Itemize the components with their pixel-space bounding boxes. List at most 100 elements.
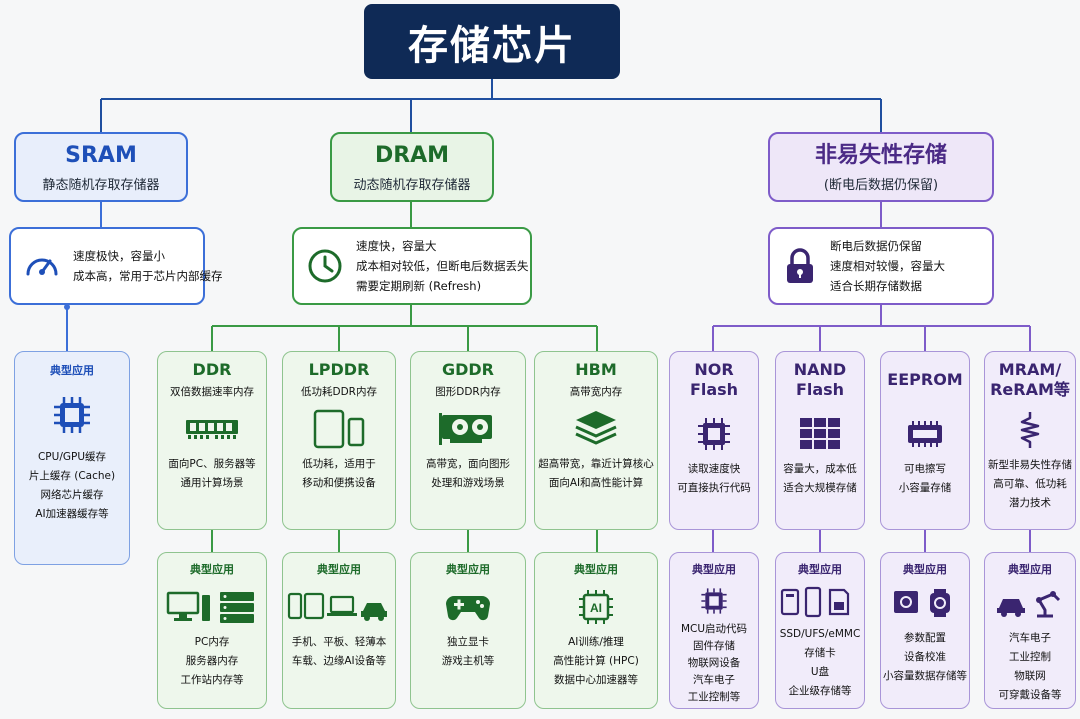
mram-app-item: 可穿戴设备等 — [998, 689, 1062, 701]
sram-app-item: 网络芯片缓存 — [40, 489, 104, 501]
nand-card: NAND Flash 容量大，成本低 适合大规模存储 — [775, 351, 865, 530]
devices-icon — [287, 592, 387, 621]
nand-name: NAND — [793, 360, 847, 379]
sram-apps-card: 典型应用 CPU/GPU缓存 片上缓存 (Cache) 网络芯片缓存 AI加速器… — [14, 351, 130, 565]
eeprom-app-item: 设备校准 — [904, 651, 946, 663]
ai-chip-icon: AI — [579, 590, 613, 624]
nor-apps-card: 典型应用 MCU启动代码 固件存储 物联网设备 汽车电子 工业控制等 — [669, 552, 759, 709]
sram-sub: 静态随机存取存储器 — [42, 177, 160, 193]
dram-header: DRAM 动态随机存取存储器 — [330, 132, 494, 202]
gddr-app-item: 游戏主机等 — [441, 655, 495, 667]
hbm-desc-line: 超高带宽，靠近计算核心 — [538, 458, 654, 470]
ddr-card: DDR 双倍数据速率内存 面向PC、服务器等 通用计算场景 — [157, 351, 267, 530]
nvm-desc-line: 断电后数据仍保留 — [830, 239, 922, 253]
dram-sub: 动态随机存取存储器 — [353, 177, 471, 193]
nvm-header: 非易失性存储 (断电后数据仍保留) — [768, 132, 994, 202]
mram-name: ReRAM等 — [990, 380, 1070, 399]
mram-card: MRAM/ ReRAM等 新型非易失性存储 高可靠、低功耗 潜力技术 — [984, 351, 1076, 530]
gddr-desc-line: 高带宽，面向图形 — [426, 458, 510, 470]
chip-icon — [701, 588, 727, 614]
ddr-desc-line: 通用计算场景 — [180, 477, 244, 489]
nand-chip-icon — [800, 418, 840, 449]
speedometer-icon — [26, 258, 58, 276]
gddr-desc-line: 处理和游戏场景 — [431, 477, 505, 489]
graphics-card-icon — [439, 413, 492, 445]
hbm-apps-title: 典型应用 — [574, 563, 618, 576]
nand-app-item: U盘 — [810, 666, 830, 678]
mram-app-item: 汽车电子 — [1009, 632, 1051, 644]
ddr-sub: 双倍数据速率内存 — [170, 386, 254, 398]
lpddr-name: LPDDR — [308, 360, 370, 379]
gddr-apps-title: 典型应用 — [446, 563, 490, 576]
eeprom-card: EEPROM 可电擦写 小容量存储 — [880, 351, 970, 530]
sram-app-item: AI加速器缓存等 — [35, 508, 109, 520]
gddr-app-item: 独立显卡 — [447, 636, 489, 648]
ddr-desc-line: 面向PC、服务器等 — [168, 458, 256, 470]
clock-icon — [308, 249, 342, 283]
eeprom-app-item: 小容量数据存储等 — [883, 670, 967, 682]
gamepad-icon — [446, 596, 490, 621]
tablet-phone-icon — [313, 409, 365, 449]
dram-desc-line: 需要定期刷新 (Refresh) — [356, 279, 482, 293]
lpddr-desc-line: 低功耗，适用于 — [302, 458, 376, 470]
hbm-app-item: 高性能计算 (HPC) — [553, 655, 639, 667]
spring-icon — [1020, 412, 1040, 448]
nor-apps-title: 典型应用 — [692, 563, 736, 576]
mram-apps-card: 典型应用 汽车电子 工业控制 物联网 可穿戴设备等 — [984, 552, 1076, 709]
hbm-card: HBM 高带宽内存 超高带宽，靠近计算核心 面向AI和高性能计算 — [534, 351, 658, 530]
mram-name: MRAM/ — [998, 360, 1062, 379]
ddr-apps-title: 典型应用 — [190, 563, 234, 576]
config-devices-icon — [894, 589, 950, 617]
nvm-desc: 断电后数据仍保留 速度相对较慢，容量大 适合长期存储数据 — [768, 227, 994, 305]
mram-app-item: 工业控制 — [1009, 651, 1051, 663]
sram-app-item: 片上缓存 (Cache) — [28, 470, 116, 482]
hbm-desc-line: 面向AI和高性能计算 — [548, 477, 644, 489]
pc-server-icon — [166, 591, 254, 623]
mram-desc-line: 潜力技术 — [1009, 497, 1051, 509]
sram-name: SRAM — [65, 142, 137, 168]
nand-app-item: 企业级存储等 — [788, 685, 852, 697]
lpddr-desc-line: 移动和便携设备 — [302, 477, 376, 489]
nor-card: NOR Flash 读取速度快 可直接执行代码 — [669, 351, 759, 530]
nand-desc-line: 适合大规模存储 — [783, 482, 857, 494]
nor-app-item: 固件存储 — [693, 640, 735, 652]
gddr-card: GDDR 图形DDR内存 高带宽，面向图形 处理和游戏场景 — [410, 351, 526, 530]
nvm-name: 非易失性存储 — [814, 142, 947, 168]
lock-icon — [787, 248, 813, 283]
nor-name: NOR — [694, 360, 734, 379]
nvm-desc-line: 适合长期存储数据 — [830, 279, 922, 293]
nor-desc-line: 可直接执行代码 — [677, 482, 751, 494]
nor-name: Flash — [689, 380, 739, 399]
lpddr-apps-card: 典型应用 手机、平板、轻薄本 车载、边缘AI设备等 — [282, 552, 396, 709]
gddr-name: GDDR — [441, 360, 494, 379]
lpddr-app-item: 车载、边缘AI设备等 — [291, 655, 387, 667]
sram-app-item: CPU/GPU缓存 — [37, 451, 107, 463]
eeprom-apps-title: 典型应用 — [903, 563, 947, 576]
ram-module-icon — [186, 420, 238, 439]
mram-desc-line: 新型非易失性存储 — [988, 459, 1072, 471]
nvm-desc-line: 速度相对较慢，容量大 — [830, 259, 945, 273]
lpddr-card: LPDDR 低功耗DDR内存 低功耗，适用于 移动和便携设备 — [282, 351, 396, 530]
dram-desc: 速度快，容量大 成本相对较低，但断电后数据丢失 需要定期刷新 (Refresh) — [292, 227, 532, 305]
mram-apps-title: 典型应用 — [1008, 563, 1052, 576]
nand-app-item: 存储卡 — [804, 647, 836, 659]
car-robot-arm-icon — [997, 591, 1061, 618]
eeprom-apps-card: 典型应用 参数配置 设备校准 小容量数据存储等 — [880, 552, 970, 709]
cpu-chip-icon — [54, 397, 90, 433]
ddr-name: DDR — [192, 360, 232, 379]
eeprom-name: EEPROM — [887, 370, 963, 389]
nand-desc-line: 容量大，成本低 — [783, 463, 857, 475]
nor-app-item: 工业控制等 — [687, 691, 741, 703]
nvm-sub: (断电后数据仍保留) — [823, 177, 939, 193]
mram-desc-line: 高可靠、低功耗 — [993, 478, 1067, 490]
hbm-name: HBM — [575, 360, 617, 379]
lpddr-apps-title: 典型应用 — [317, 563, 361, 576]
dram-desc-line: 速度快，容量大 — [356, 239, 437, 253]
nand-name: Flash — [795, 380, 845, 399]
dram-name: DRAM — [374, 142, 450, 168]
hbm-sub: 高带宽内存 — [569, 386, 623, 398]
sram-desc: 速度极快，容量小 成本高，常用于芯片内部缓存 — [9, 227, 223, 305]
eeprom-desc-line: 可电擦写 — [904, 463, 946, 475]
nor-desc-line: 读取速度快 — [687, 463, 741, 475]
